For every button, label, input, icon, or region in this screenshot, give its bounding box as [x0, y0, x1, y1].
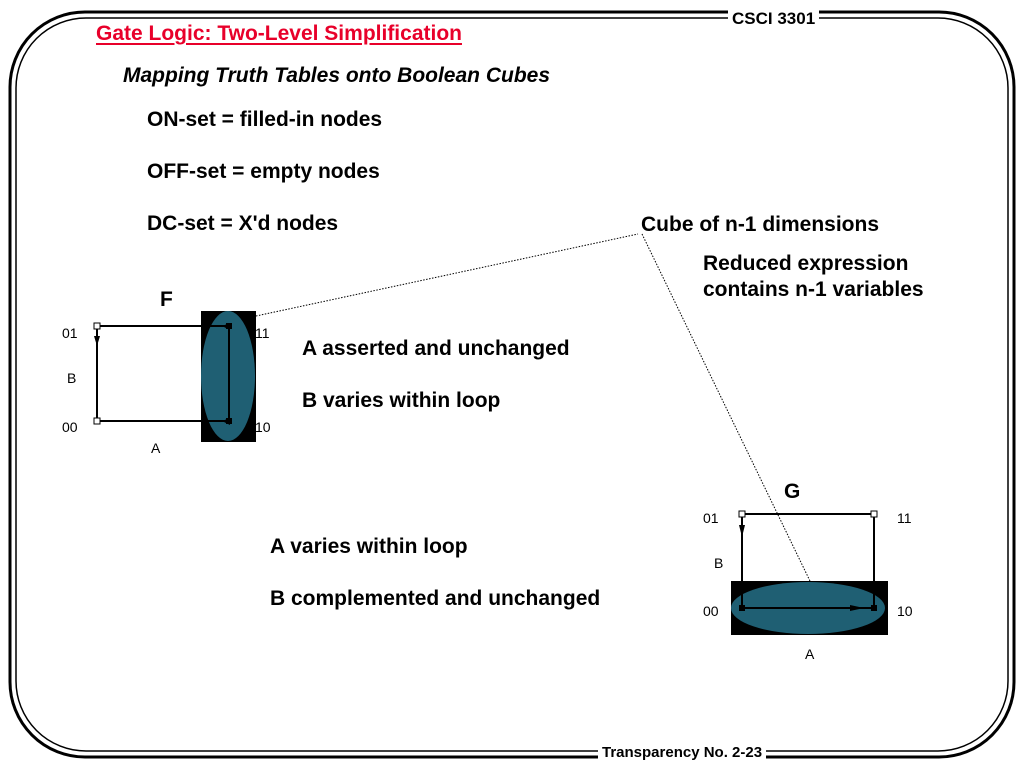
cube-f-diagram [93, 311, 256, 442]
slide-frame [8, 10, 1016, 759]
cube-f-note-a: A asserted and unchanged [302, 337, 570, 360]
cube-g-nodes [738, 510, 878, 518]
cube-f-note-b: B varies within loop [302, 389, 501, 412]
bullet-dc-set: DC-set = X'd nodes [147, 212, 339, 235]
cube-f-node-01: 01 [62, 325, 78, 341]
cube-f-name: F [160, 288, 173, 311]
connector-lines [255, 233, 811, 582]
cube-g-note-a: A varies within loop [270, 535, 468, 558]
cube-g-diagram [731, 510, 888, 635]
slide-footer: Transparency No. 2-23 [598, 744, 767, 761]
course-label: CSCI 3301 [728, 9, 820, 29]
cube-g-axis-b: B [714, 555, 724, 571]
cube-f-nodes [93, 322, 101, 425]
cube-g-node-01: 01 [703, 510, 719, 526]
cube-f-node-00: 00 [62, 419, 78, 435]
slide-title: Gate Logic: Two-Level Simplification [96, 22, 462, 45]
bullet-on-set: ON-set = filled-in nodes [147, 108, 383, 131]
reduced-expression-line2: contains n-1 variables [703, 278, 924, 301]
cube-f-axis-a: A [151, 440, 161, 456]
cube-g-node-00: 00 [703, 603, 719, 619]
cube-g-node-11: 11 [897, 510, 912, 526]
cube-f-axis-b: B [67, 370, 77, 386]
slide-subtitle: Mapping Truth Tables onto Boolean Cubes [123, 64, 551, 87]
cube-g-node-10: 10 [897, 603, 913, 619]
cube-f-node-10: 10 [255, 419, 271, 435]
cube-g-name: G [784, 480, 801, 503]
cube-dimension-label: Cube of n-1 dimensions [641, 213, 880, 236]
cube-g-note-b: B complemented and unchanged [270, 587, 601, 610]
bullet-off-set: OFF-set = empty nodes [147, 160, 380, 183]
reduced-expression-line1: Reduced expression [703, 252, 909, 275]
cube-f-node-11: 11 [255, 325, 270, 341]
cube-g-axis-a: A [805, 646, 815, 662]
